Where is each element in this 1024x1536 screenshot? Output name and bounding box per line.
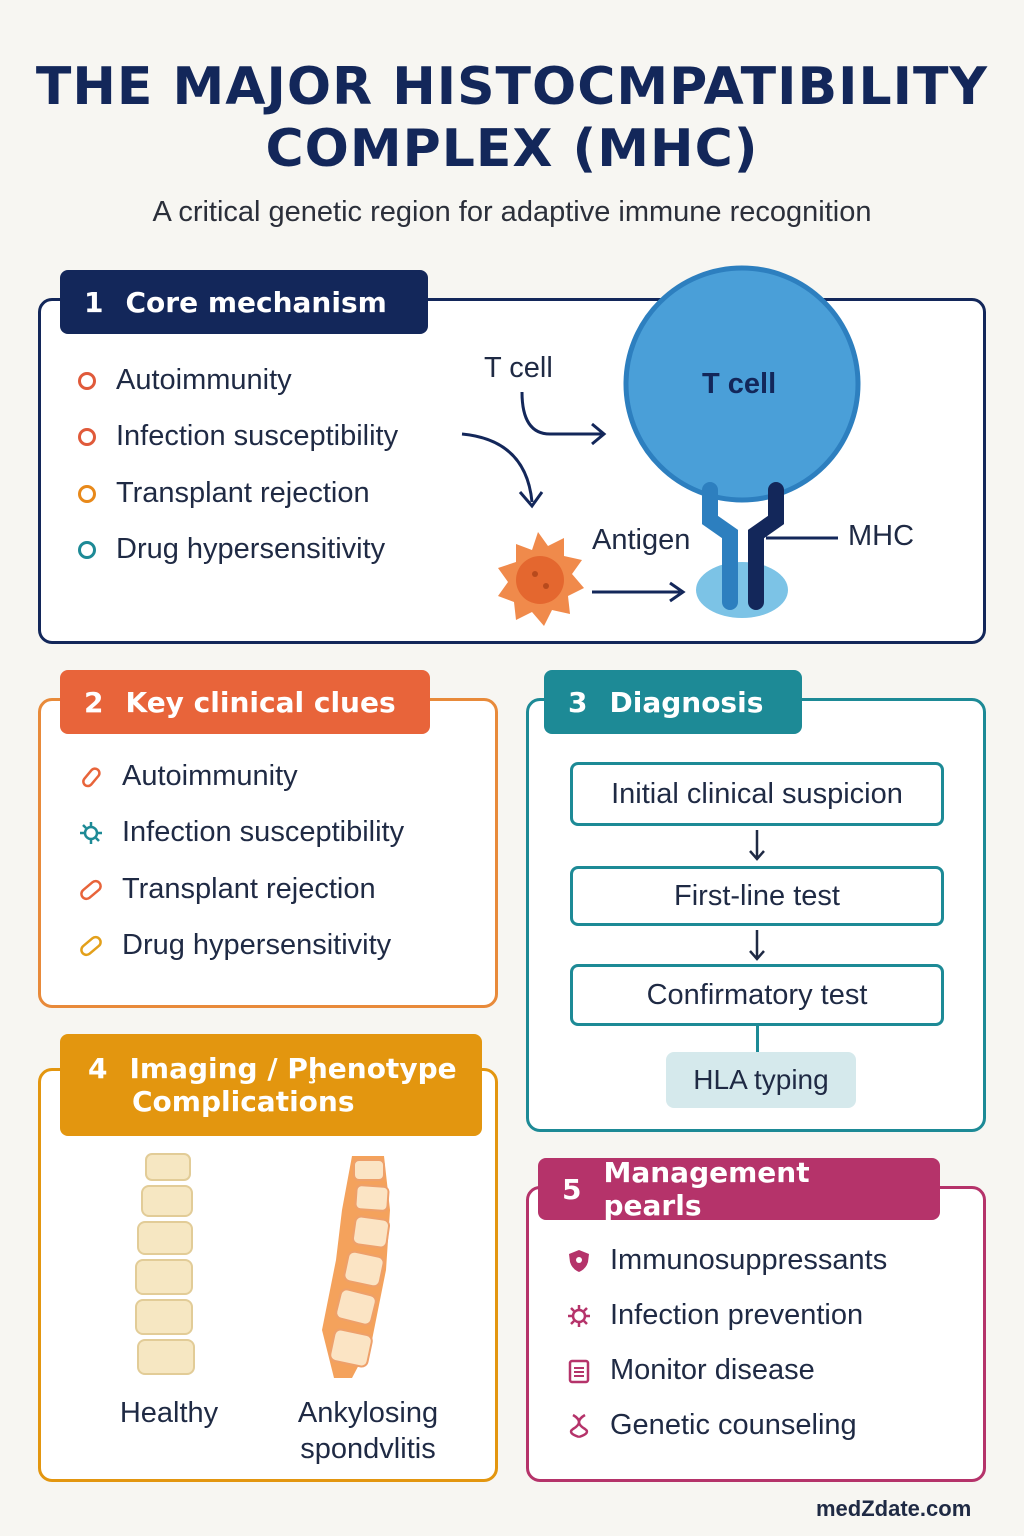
capsule-icon <box>82 766 101 787</box>
page-title-line-2: COMPLEX (MHC) <box>265 119 759 179</box>
capsule-icon <box>80 879 102 900</box>
mhc-label: MHC <box>848 520 915 552</box>
management-card <box>526 1186 986 1482</box>
mhc-molecule-icon <box>748 482 784 610</box>
clue-item-transplant: Transplant rejection <box>78 873 376 906</box>
mechanism-item-transplant: Transplant rejection <box>78 477 370 510</box>
core-mechanism-header: 1 Core mechanism <box>60 270 428 334</box>
dna-icon <box>569 1413 589 1438</box>
diagnosis-step-first-line: First-line test <box>570 866 944 926</box>
management-item-infection-prevention: Infection prevention <box>566 1299 863 1332</box>
bullet-icon <box>78 484 96 503</box>
clinical-clues-card <box>38 698 498 1008</box>
bullet-icon <box>78 371 96 390</box>
ankylosing-caption-line-1: Ankylosing <box>297 1397 439 1429</box>
clinical-clues-header: 2 Key clinical clues <box>60 670 430 734</box>
mechanism-item-infection: Infection susceptibility <box>78 420 398 453</box>
virus-icon <box>80 821 102 844</box>
diagnosis-step-suspicion: Initial clinical suspicion <box>570 762 944 826</box>
ankylosing-spine-icon <box>322 1156 391 1378</box>
section-number: 1 <box>84 285 104 319</box>
management-item-monitor: Monitor disease <box>566 1354 815 1387</box>
tcell-inside-label: T cell <box>702 368 777 400</box>
receptor-base-icon <box>696 562 788 618</box>
imaging-header: 4 Imaging / Pḩenotype Complications <box>60 1034 482 1136</box>
tcell-outside-label: T cell <box>484 352 553 384</box>
mechanism-item-drug: Drug hypersensitivity <box>78 533 385 566</box>
mhc-diagram <box>461 265 861 626</box>
imaging-card <box>38 1068 498 1482</box>
shield-icon <box>569 1249 589 1272</box>
diagnosis-header: 3 Diagnosis <box>544 670 802 734</box>
management-item-immunosuppressants: Immunosuppressants <box>566 1244 887 1277</box>
pill-icon <box>80 935 102 956</box>
bullet-icon <box>78 427 96 446</box>
diagnosis-step-confirmatory: Confirmatory test <box>570 964 944 1026</box>
antigen-label: Antigen <box>592 524 691 556</box>
footer-brand: medZdate.com <box>816 1496 972 1521</box>
arrow-icon <box>461 432 534 503</box>
virus-icon <box>568 1304 590 1327</box>
healthy-caption: Healthy <box>119 1397 219 1429</box>
clue-item-autoimmunity: Autoimmunity <box>78 760 298 793</box>
mechanism-item-autoimmunity: Autoimmunity <box>78 364 292 397</box>
bullet-icon <box>78 540 96 559</box>
page-subtitle: A critical genetic region for adaptive i… <box>152 196 872 228</box>
page-title-line-1: THE MAJOR HISTOCMPATIBILITY <box>35 57 989 117</box>
arrow-down-icon <box>749 930 765 961</box>
clue-item-infection: Infection susceptibility <box>78 816 404 849</box>
connector-line <box>756 1026 759 1052</box>
management-header: 5 Management pearls <box>538 1156 940 1222</box>
arrow-down-icon <box>749 830 765 861</box>
arrow-icon <box>520 391 602 436</box>
section-title: Core mechanism <box>125 285 387 319</box>
healthy-spine-icon <box>135 1153 195 1375</box>
clue-item-drug: Drug hypersensitivity <box>78 929 391 962</box>
clipboard-icon <box>568 1359 590 1383</box>
management-item-genetic: Genetic counseling <box>566 1409 857 1442</box>
hla-typing-badge: HLA typing <box>666 1052 856 1108</box>
antigen-cell-icon <box>498 532 584 626</box>
tcell-icon <box>623 265 861 503</box>
tcr-icon <box>702 482 738 610</box>
ankylosing-caption-line-2: spondvlitis <box>300 1433 436 1465</box>
